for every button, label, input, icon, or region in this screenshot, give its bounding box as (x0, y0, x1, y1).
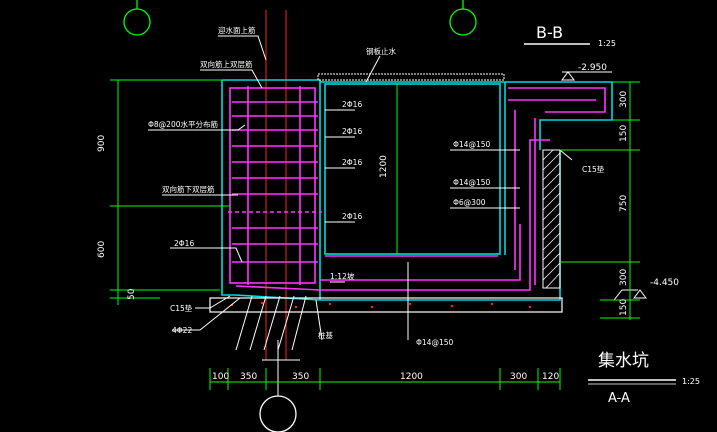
callout-2-16-a: 2Φ16 (342, 100, 362, 109)
callout-slope: 1:12坡 (330, 271, 355, 281)
dim-bottom-120: 120 (542, 372, 559, 382)
callout-2-16-d: 2Φ16 (342, 212, 362, 221)
steel-plate (317, 73, 505, 81)
inner-height-dim: 1200 (379, 155, 389, 178)
axis-bubble-left (123, 0, 151, 36)
dim-left-900: 900 (97, 135, 107, 152)
callout-wall-top: 迎水面上筋 (218, 25, 256, 35)
dim-bottom-350b: 350 (292, 372, 309, 382)
section-aa-label: A-A (608, 391, 630, 406)
section-bb: B-B 1:25 (524, 23, 616, 48)
callout-6-300: Φ6@300 (453, 198, 486, 207)
dim-bottom-100: 100 (212, 372, 229, 382)
dims-left (110, 79, 230, 305)
axis-bubble-mid (449, 0, 477, 36)
callout-4-22: 4Φ22 (172, 326, 192, 335)
dims-right (560, 81, 640, 320)
callout-14-150-bottom: Φ14@150 (416, 338, 453, 347)
pile-hatch (235, 295, 307, 351)
dim-right-150: 150 (619, 125, 629, 142)
dim-bottom-1200: 1200 (400, 372, 423, 382)
c15-hatch-right (542, 149, 561, 289)
callout-14-150-a: Φ14@150 (453, 140, 490, 149)
section-bb-scale: 1:25 (598, 39, 616, 48)
section-aa-title: 集水坑 (598, 351, 649, 371)
callout-2-16-c: 2Φ16 (342, 158, 362, 167)
elevation-bottom-text: -4.450 (650, 278, 679, 288)
dim-right-150b: 150 (619, 299, 629, 316)
dims-bottom (209, 368, 561, 390)
dim-bottom-350a: 350 (240, 372, 257, 382)
dim-right-300: 300 (619, 91, 629, 108)
axis-bubble-bottom (259, 340, 297, 432)
callout-texts: 迎水面上筋 双向筋上双层筋 钢板止水 Φ8@200水平分布筋 双向筋下双层筋 2… (148, 25, 605, 347)
dim-left-600: 600 (97, 241, 107, 258)
elevation-top-text: -2.950 (578, 63, 607, 73)
callout-14-150-b: Φ14@150 (453, 178, 490, 187)
callout-double-top: 双向筋上双层筋 (200, 59, 253, 69)
rebar (229, 86, 606, 291)
callout-2-16-b: 2Φ16 (342, 127, 362, 136)
dim-bottom-300: 300 (510, 372, 527, 382)
section-aa: 集水坑 1:25 A-A (588, 351, 700, 406)
elevation-top: -2.950 (561, 63, 612, 81)
callout-c15-right: C15垫 (582, 164, 605, 174)
callout-pile: 桩基 (318, 330, 333, 340)
callout-2-16-left: 2Φ16 (174, 239, 194, 248)
leader-lines (148, 35, 638, 341)
callout-c15-left: C15垫 (170, 303, 193, 313)
centerlines (262, 10, 300, 361)
elevation-bottom: -4.450 (633, 278, 679, 299)
callout-steel-plate: 钢板止水 (366, 46, 396, 56)
section-bb-label: B-B (536, 23, 563, 42)
dim-right-300b: 300 (619, 269, 629, 286)
callout-distribution: Φ8@200水平分布筋 (148, 119, 218, 129)
dim-right-750: 750 (619, 195, 629, 212)
dim-left-50: 50 (127, 288, 137, 300)
callout-double-bottom: 双向筋下双层筋 (162, 184, 215, 194)
section-aa-scale: 1:25 (682, 377, 700, 386)
